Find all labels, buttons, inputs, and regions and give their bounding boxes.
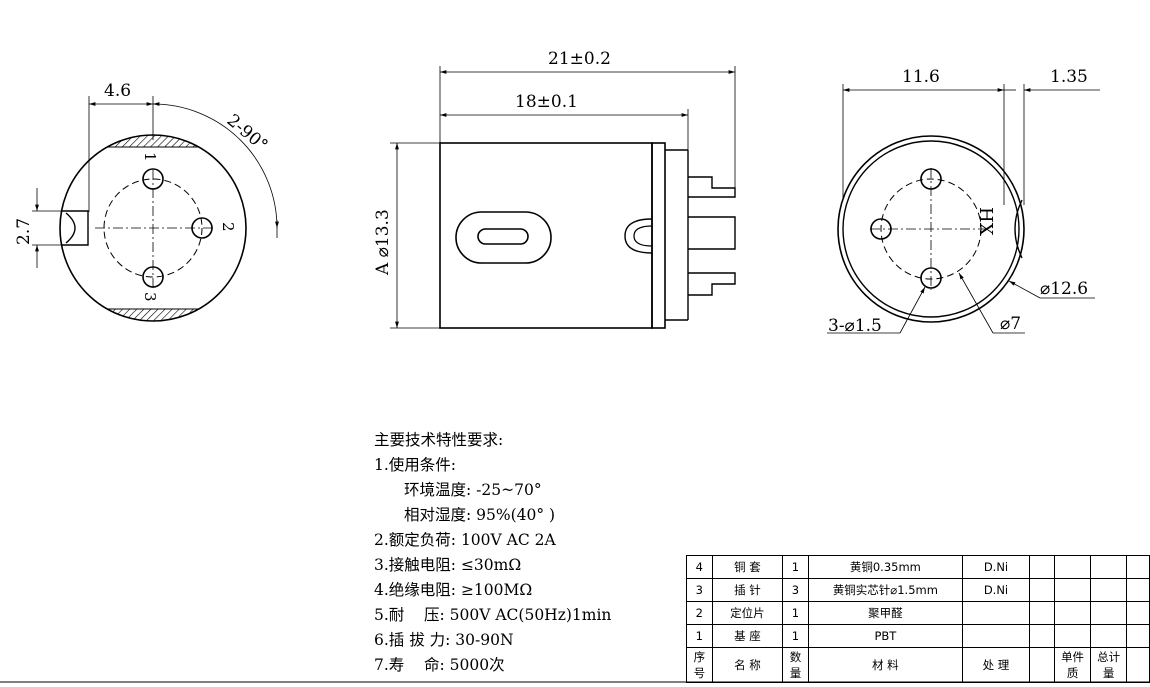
left-view-labels: 4.6 2-90° 2.7 1 2 3 (14, 81, 271, 302)
dim-1-35: 1.35 (1050, 67, 1088, 87)
dim-12-6: ⌀12.6 (1040, 279, 1088, 299)
pin-bottom-right (920, 267, 942, 289)
side-pin-top (688, 176, 736, 198)
latch (624, 218, 653, 254)
window-outer (455, 211, 552, 264)
window-inner (477, 228, 529, 245)
note-line: 6.插 拔 力: 30-90N (374, 631, 514, 649)
table-row: 4 铜 套 1 黄铜0.35mm D.Ni (686, 555, 1150, 579)
side-pin-bottom (688, 272, 736, 296)
side-view (390, 66, 736, 329)
pin-label-1: 1 (141, 152, 159, 162)
dim-7: ⌀7 (1000, 314, 1021, 334)
dim-4-6: 4.6 (104, 81, 131, 101)
pin-3 (142, 266, 164, 288)
sleeve-outer (837, 135, 1025, 323)
note-line: 7.寿 命: 5000次 (374, 656, 505, 674)
body-outline (439, 142, 653, 329)
dim-11-6: 11.6 (902, 67, 940, 87)
technical-requirements: 主要技术特性要求: 1.使用条件: 环境温度: -25~70° 相对湿度: 95… (374, 428, 611, 678)
pin-top-right (920, 168, 942, 190)
bill-of-materials: 4 铜 套 1 黄铜0.35mm D.Ni 3 插 针 3 黄铜实芯针⌀1.5m… (686, 555, 1150, 683)
pin-circle-left (103, 178, 203, 278)
dim-pins: 3-⌀1.5 (828, 316, 882, 336)
table-row: 3 插 针 3 黄铜实芯针⌀1.5mm D.Ni (686, 578, 1150, 602)
hx-marking: HX (975, 207, 996, 236)
table-row: 2 定位片 1 聚甲醛 (686, 601, 1150, 625)
note-line: 1.使用条件: (374, 456, 457, 474)
note-line: 3.接触电阻: ≤30mΩ (374, 556, 522, 574)
pin-left-right (870, 218, 892, 240)
dim-18: 18±0.1 (515, 92, 578, 112)
note-line: 相对湿度: 95%(40° ) (404, 506, 556, 524)
key-slot (62, 210, 89, 246)
sleeve-inner (842, 140, 1020, 318)
table-row: 1 基 座 1 PBT (686, 624, 1150, 648)
key-notch (1014, 199, 1023, 259)
side-view-labels: 21±0.2 18±0.1 A ⌀13.3 (373, 49, 611, 276)
note-line: 2.额定负荷: 100V AC 2A (374, 531, 556, 549)
note-line: 环境温度: -25~70° (404, 481, 542, 499)
table-header-row: 序号 名 称 数量 材 料 处 理 单件质 总计量 (686, 647, 1150, 683)
dim-2-7: 2.7 (14, 218, 34, 245)
side-pin-middle (688, 216, 736, 250)
dim-21: 21±0.2 (548, 49, 611, 69)
dim-2-90: 2-90° (223, 111, 272, 156)
notes-title: 主要技术特性要求: (374, 431, 504, 449)
dim-13-3: A ⌀13.3 (373, 209, 393, 276)
right-view-labels: 11.6 1.35 ⌀12.6 ⌀7 3-⌀1.5 HX (828, 67, 1088, 336)
pin-label-3: 3 (141, 292, 159, 302)
note-line: 4.绝缘电阻: ≥100MΩ (374, 581, 533, 599)
note-line: 5.耐 压: 500V AC(50Hz)1min (374, 606, 612, 624)
right-view (827, 84, 1100, 334)
pin-label-2: 2 (219, 222, 237, 232)
